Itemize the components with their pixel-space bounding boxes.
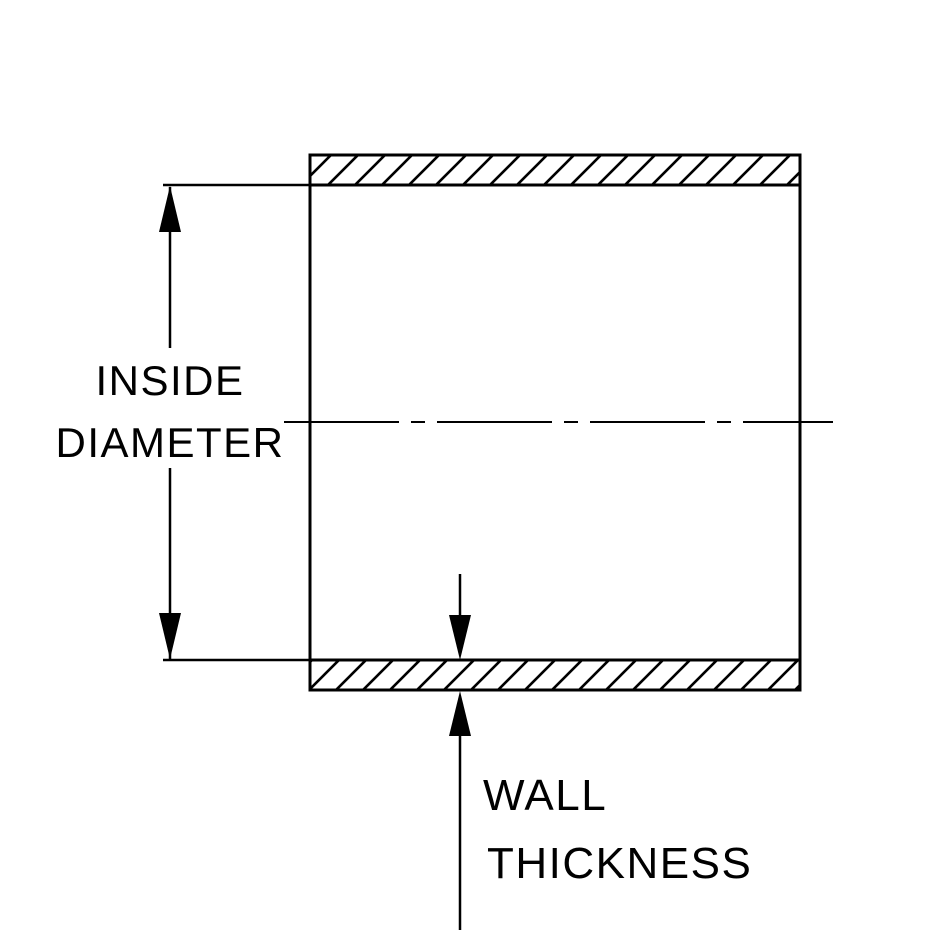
wall-thickness-label-line2: THICKNESS: [487, 839, 752, 888]
tube-top-wall-hatched: [308, 153, 802, 187]
inside-diameter-label-line2: DIAMETER: [55, 419, 284, 466]
inside-diameter-label-line1: INSIDE: [95, 357, 244, 404]
inside-diameter-arrow-down-icon: [159, 613, 181, 659]
wall-thickness-arrow-down-icon: [449, 615, 471, 660]
wall-thickness-arrow-up-icon: [449, 691, 471, 736]
wall-thickness-label-line1: WALL: [483, 771, 607, 820]
inside-diameter-arrow-up-icon: [159, 186, 181, 232]
tube-bottom-wall-hatched: [308, 658, 802, 692]
